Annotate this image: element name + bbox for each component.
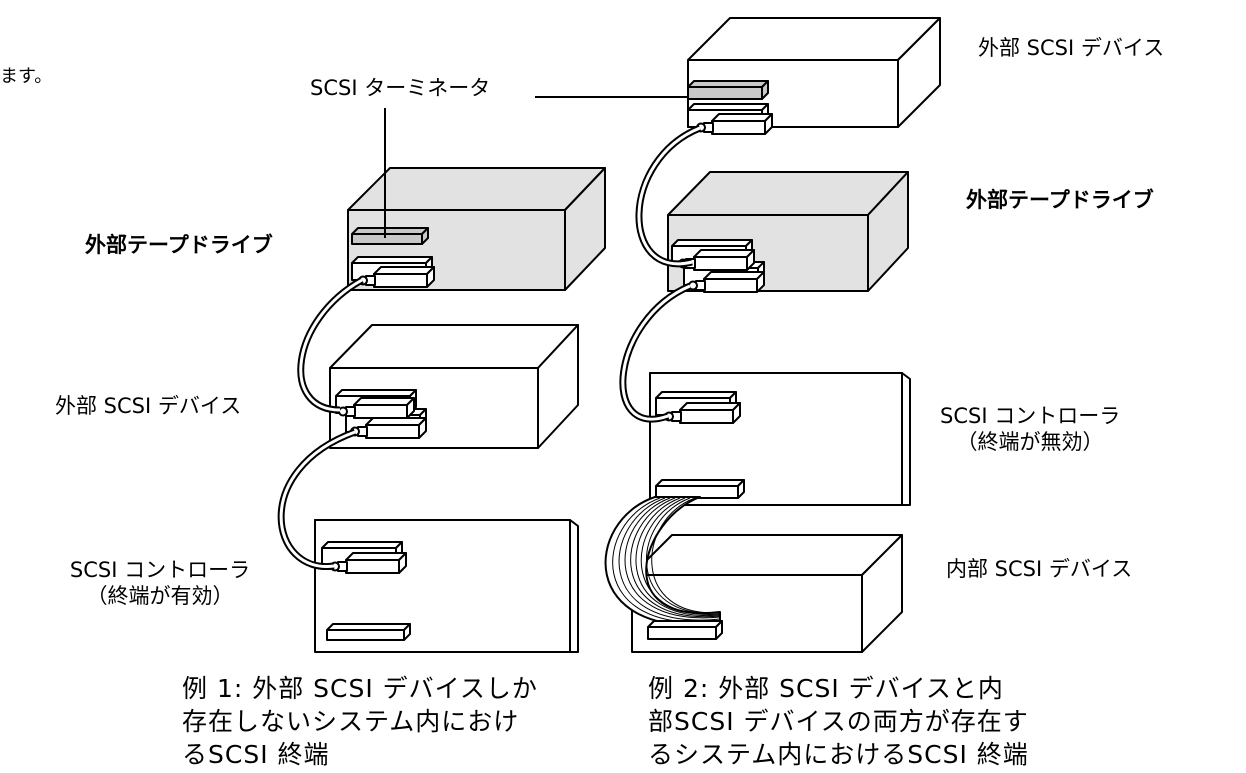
page-text-fragment: ます。 <box>0 66 53 87</box>
right-cable-top-to-tape <box>635 124 702 268</box>
caption-example-1-line1: 例 1: 外部 SCSI デバイスしか <box>182 674 538 703</box>
right-controller-label-line2: （終端が無効） <box>956 430 1104 454</box>
caption-example-1: 例 1: 外部 SCSI デバイスしか 存在しないシステム内におけ るSCSI … <box>182 672 538 771</box>
internal-device-ribbon-connector <box>647 620 723 640</box>
caption-example-2: 例 2: 外部 SCSI デバイスと内 部SCSI デバイスの両方が存在す るシ… <box>648 672 1029 771</box>
right-top-terminator <box>687 80 769 100</box>
caption-example-2-line3: るシステム内におけるSCSI 終端 <box>648 740 1029 769</box>
right-controller-ribbon-connector <box>655 479 745 499</box>
caption-example-1-line3: るSCSI 終端 <box>182 740 330 769</box>
left-cable-device-to-controller <box>277 428 357 570</box>
left-external-device-label: 外部 SCSI デバイス <box>55 394 242 418</box>
left-controller-label-line2: （終端が有効） <box>86 584 234 608</box>
left-tape-drive-label: 外部テープドライブ <box>85 233 273 257</box>
caption-example-2-line1: 例 2: 外部 SCSI デバイスと内 <box>648 674 1004 703</box>
right-tape-drive-label: 外部テープドライブ <box>966 188 1154 212</box>
right-top-external-device-label: 外部 SCSI デバイス <box>978 36 1165 60</box>
right-controller-label: SCSI コントローラ （終端が無効） <box>940 403 1120 455</box>
left-controller-internal-connector <box>326 623 411 641</box>
caption-example-1-line2: 存在しないシステム内におけ <box>182 707 520 736</box>
left-terminator-connector <box>351 227 429 245</box>
left-controller-label: SCSI コントローラ （終端が有効） <box>40 557 280 609</box>
right-cable-tape-to-controller <box>619 282 692 423</box>
right-internal-device-label: 内部 SCSI デバイス <box>946 557 1133 581</box>
scsi-terminator-label: SCSI ターミネータ <box>310 76 491 100</box>
left-controller-label-line1: SCSI コントローラ <box>69 558 251 582</box>
left-cable-tape-to-device <box>297 276 364 414</box>
right-controller-label-line1: SCSI コントローラ <box>940 404 1121 428</box>
caption-example-2-line2: 部SCSI デバイスの両方が存在す <box>648 707 1029 736</box>
